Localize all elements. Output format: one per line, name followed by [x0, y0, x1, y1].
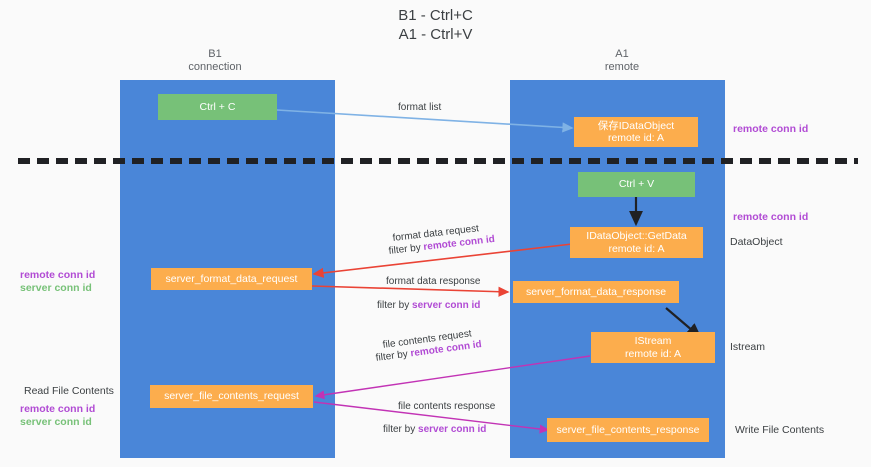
annotation-remote-conn-id-mid: remote conn id	[733, 211, 809, 223]
filter-by-text-4: filter by	[383, 424, 419, 435]
annotation-remote-conn-id-top: remote conn id	[733, 123, 809, 135]
annotation-left-server-conn-id: server conn id	[20, 282, 92, 294]
arrow-format-data-request	[312, 243, 573, 278]
arrow-format-list	[276, 109, 574, 133]
annotation-read-file-contents: Read File Contents	[24, 385, 114, 397]
edge-label-filter-server-2: filter by server conn id	[383, 423, 486, 436]
filter-key-server-conn-id-1: server conn id	[412, 300, 481, 311]
box-server-format-data-request[interactable]: server_format_data_request	[151, 268, 312, 290]
annotation-left-remote-conn-id: remote conn id	[20, 269, 96, 281]
annotation-dataobject: DataObject	[730, 236, 783, 248]
filter-by-text-2: filter by	[377, 300, 413, 311]
box-idataobject-getdata[interactable]: IDataObject::GetData remote id: A	[570, 227, 703, 258]
arrow-file-contents-response	[313, 401, 550, 434]
annotation-write-file-contents: Write File Contents	[735, 424, 825, 436]
arrow-format-data-response	[311, 285, 510, 297]
column-header-b1: B1 connection	[188, 48, 242, 73]
filter-key-server-conn-id-2: server conn id	[418, 424, 487, 435]
annotation-left-server-conn-id-2: server conn id	[20, 416, 92, 428]
annotation-istream: Istream	[730, 341, 766, 353]
edge-label-filter-server-1: filter by server conn id	[377, 299, 480, 312]
box-server-file-contents-request[interactable]: server_file_contents_request	[150, 385, 313, 408]
box-server-file-contents-response[interactable]: server_file_contents_response	[547, 418, 709, 442]
edge-label-format-data-response: format data response	[386, 276, 481, 287]
box-istream[interactable]: IStream remote id: A	[591, 332, 715, 363]
box-ctrl-v[interactable]: Ctrl + V	[578, 172, 695, 197]
edge-label-format-list: format list	[398, 102, 442, 113]
box-server-format-data-response[interactable]: server_format_data_response	[513, 281, 679, 303]
edge-label-file-contents-response: file contents response	[398, 401, 496, 412]
page-title: B1 - Ctrl+C A1 - Ctrl+V	[398, 7, 473, 43]
box-save-idataobject[interactable]: 保存IDataObject remote id: A	[574, 117, 698, 147]
box-ctrl-c[interactable]: Ctrl + C	[158, 94, 277, 120]
column-header-a1: A1 remote	[604, 48, 640, 73]
arrow-file-contents-request	[314, 355, 591, 400]
annotation-left-remote-conn-id-2: remote conn id	[20, 403, 96, 415]
